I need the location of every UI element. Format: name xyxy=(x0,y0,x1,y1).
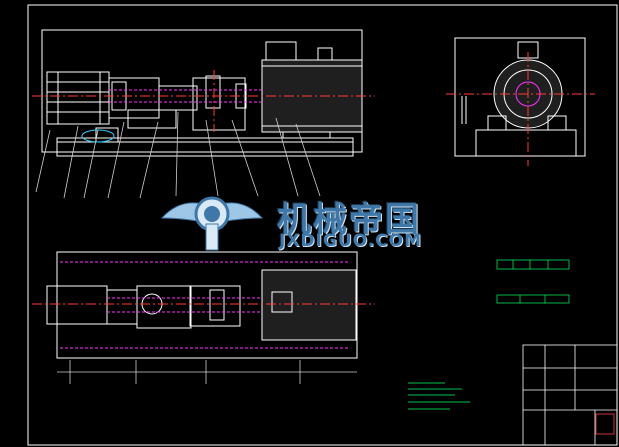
technical-notes-block xyxy=(408,382,470,410)
front-view-leader-lines xyxy=(35,111,321,199)
plan-view xyxy=(46,251,358,359)
front-elevation-view xyxy=(41,29,363,157)
watermark-name-en: JXDIGUO.COM xyxy=(279,231,423,251)
drawing-frame xyxy=(27,4,618,446)
performance-table xyxy=(496,259,570,270)
title-block-stamp xyxy=(595,413,615,435)
plan-view-hidden-lines xyxy=(60,261,350,349)
plan-view-dimension-ticks xyxy=(57,360,357,384)
watermark-name-cn: 机械帝国 xyxy=(277,200,421,240)
side-elevation-view xyxy=(454,37,586,157)
side-view-centerline xyxy=(446,52,595,166)
front-view-centerline xyxy=(32,70,375,132)
gear-wing-emblem-icon xyxy=(160,196,264,251)
title-block xyxy=(522,344,618,446)
parameter-table xyxy=(496,294,570,304)
front-view-hidden-lines xyxy=(109,89,262,103)
